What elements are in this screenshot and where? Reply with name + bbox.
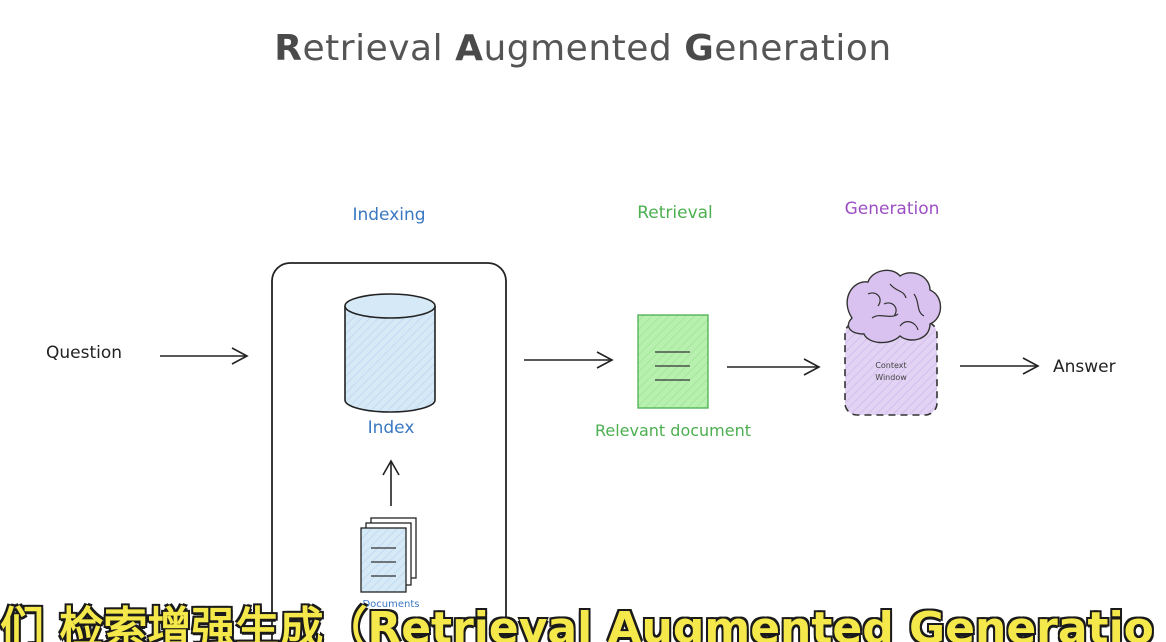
context-window-box	[844, 321, 938, 416]
diagram-title: Retrieval Augmented Generation	[0, 28, 1166, 69]
relevant-document-icon	[637, 314, 709, 409]
stage-label-generation: Generation	[845, 199, 940, 219]
title-word-generation: eneration	[714, 28, 892, 69]
documents-icon	[360, 517, 417, 593]
arrow-documents-to-index	[382, 459, 400, 506]
context-label-line2: Window	[875, 373, 907, 382]
arrow-question-to-index	[160, 347, 249, 365]
video-subtitle: 们 检索增强生成（Retrieval Augmented Generatio	[0, 603, 1154, 642]
title-letter-r: R	[274, 28, 303, 69]
stage-label-retrieval: Retrieval	[637, 203, 713, 223]
arrow-index-to-retrieval	[524, 351, 614, 369]
index-database-icon	[344, 293, 436, 413]
answer-label: Answer	[1053, 357, 1116, 377]
index-label: Index	[368, 418, 415, 438]
brain-icon	[846, 269, 942, 344]
title-word-augmented: ugmented	[483, 28, 685, 69]
documents-label: Documents	[362, 599, 419, 610]
indexing-container	[271, 262, 507, 642]
title-word-retrieval: etrieval	[302, 28, 456, 69]
title-letter-a: A	[455, 28, 484, 69]
arrow-generation-to-answer	[960, 357, 1040, 375]
context-label-line1: Context	[875, 361, 906, 370]
stage-label-indexing: Indexing	[352, 205, 425, 225]
question-label: Question	[46, 343, 122, 363]
arrow-retrieval-to-generation	[727, 358, 821, 376]
relevant-document-label: Relevant document	[595, 421, 751, 440]
title-letter-g: G	[684, 28, 715, 69]
